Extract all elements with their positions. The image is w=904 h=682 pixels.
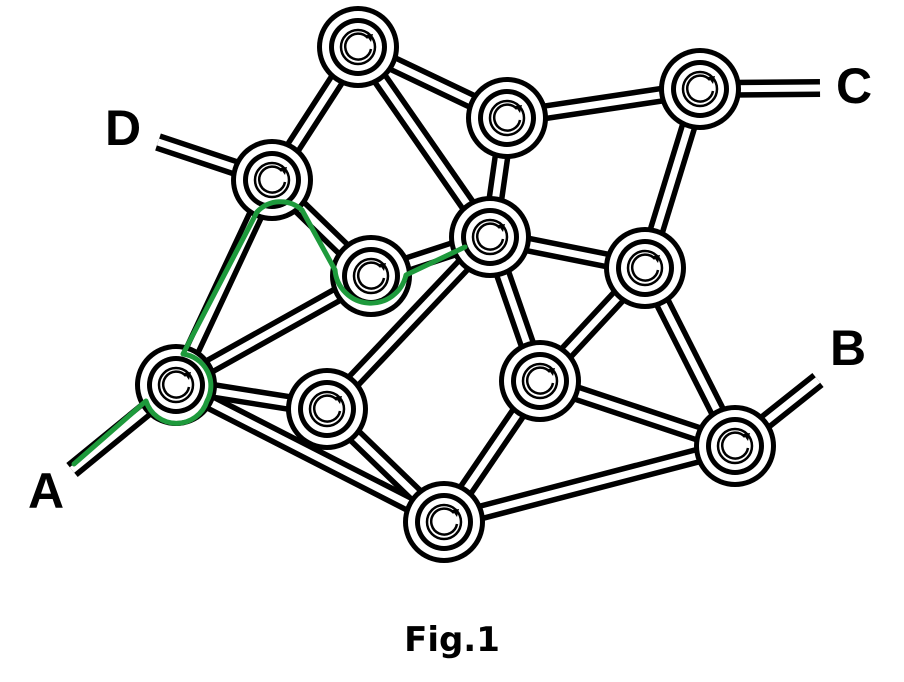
node-top — [317, 6, 399, 88]
circular-arrow-icon — [681, 70, 719, 108]
node-cr — [659, 48, 741, 130]
node-m — [449, 196, 531, 278]
circular-arrow-icon — [521, 362, 559, 400]
edge-b-bot-channel — [443, 442, 736, 526]
terminal-label-b: B — [830, 320, 866, 376]
circular-arrow-icon — [157, 366, 195, 404]
node-bot — [403, 481, 485, 563]
terminal-label-a: A — [28, 463, 64, 519]
edge-a-bot-channel — [174, 381, 446, 526]
circular-arrow-icon — [339, 28, 377, 66]
circular-arrow-icon — [488, 99, 526, 137]
node-b — [694, 405, 776, 487]
node-a — [135, 344, 217, 426]
highlighted-path — [71, 199, 468, 467]
network-diagram: A B C D — [28, 6, 872, 563]
node-cm — [466, 77, 548, 159]
circular-arrow-icon — [471, 218, 509, 256]
highlight-route — [71, 199, 468, 467]
node-d — [231, 139, 313, 221]
node-lm — [286, 368, 368, 450]
terminal-label-c: C — [836, 58, 872, 114]
circular-arrow-icon — [308, 390, 346, 428]
circular-arrow-icon — [716, 427, 754, 465]
circular-arrow-icon — [352, 257, 390, 295]
node-r — [604, 227, 686, 309]
circular-arrow-icon — [253, 161, 291, 199]
node-mr — [499, 340, 581, 422]
circular-arrow-icon — [626, 249, 664, 287]
figure-caption: Fig.1 — [404, 620, 500, 660]
circular-arrow-icon — [425, 503, 463, 541]
terminal-label-d: D — [105, 100, 141, 156]
